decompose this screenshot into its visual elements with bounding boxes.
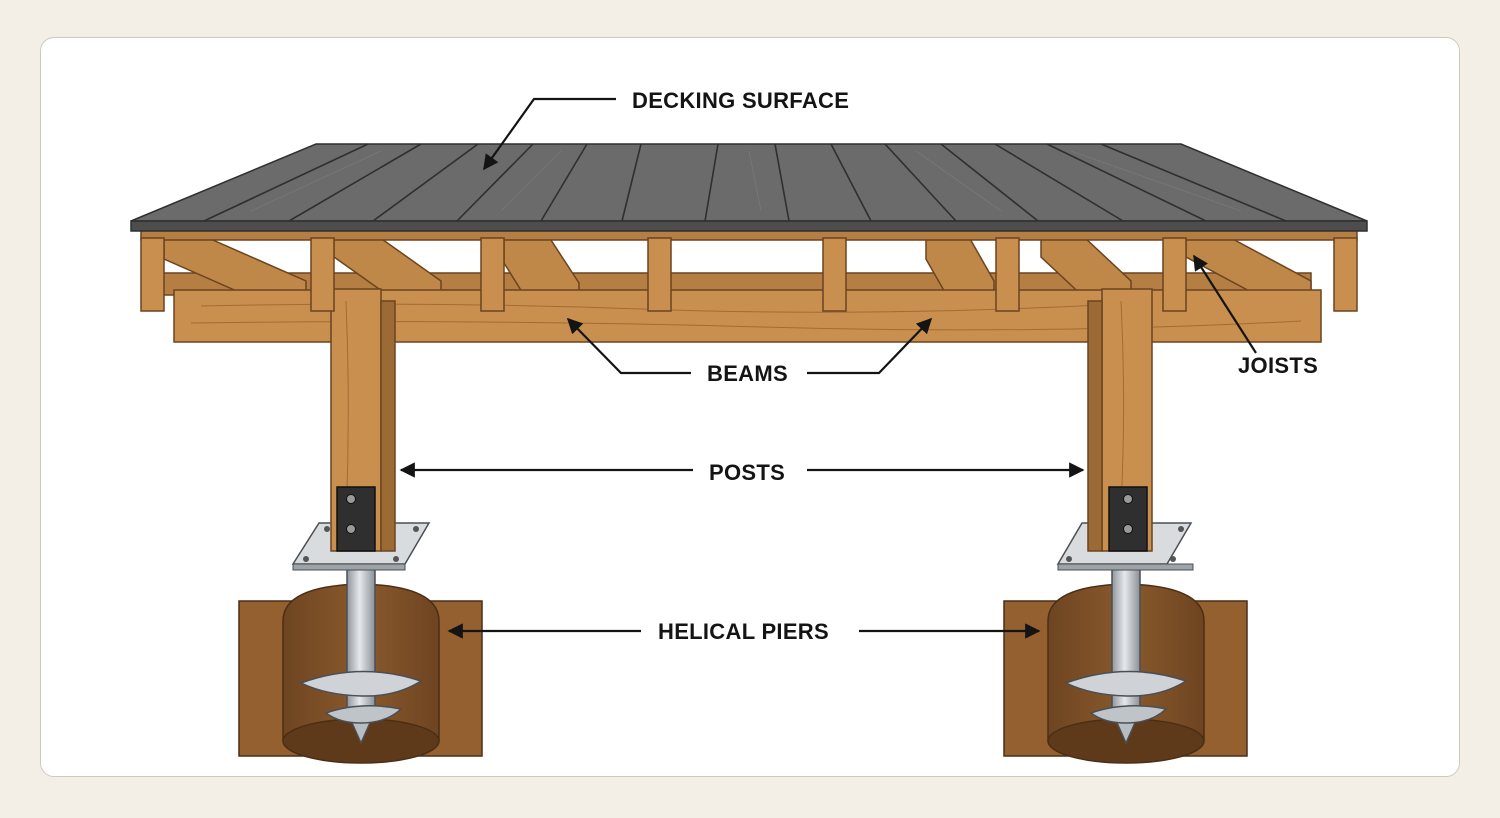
helical-pier-right <box>1064 560 1188 745</box>
posts-label: POSTS <box>709 460 785 485</box>
label-helical-piers: HELICAL PIERS <box>447 619 1041 644</box>
deck-diagram: DECKING SURFACE BEAMS JOISTS POSTS HELIC… <box>130 88 1368 764</box>
diagram-card: DECKING SURFACE BEAMS JOISTS POSTS HELIC… <box>40 37 1460 777</box>
post-bracket-right <box>1108 486 1148 552</box>
post-bracket-left <box>336 486 376 552</box>
beams-label: BEAMS <box>707 361 788 386</box>
joists-label: JOISTS <box>1238 353 1318 378</box>
label-joists: JOISTS <box>1193 254 1318 378</box>
label-beams: BEAMS <box>566 317 933 386</box>
helical-pier-left <box>299 560 423 745</box>
label-posts: POSTS <box>399 460 1085 485</box>
label-decking-surface: DECKING SURFACE <box>483 88 849 171</box>
decking-surface-label: DECKING SURFACE <box>632 88 849 113</box>
joist-ends <box>140 237 1358 312</box>
decking-surface <box>130 143 1368 232</box>
helical-piers-label: HELICAL PIERS <box>658 619 829 644</box>
